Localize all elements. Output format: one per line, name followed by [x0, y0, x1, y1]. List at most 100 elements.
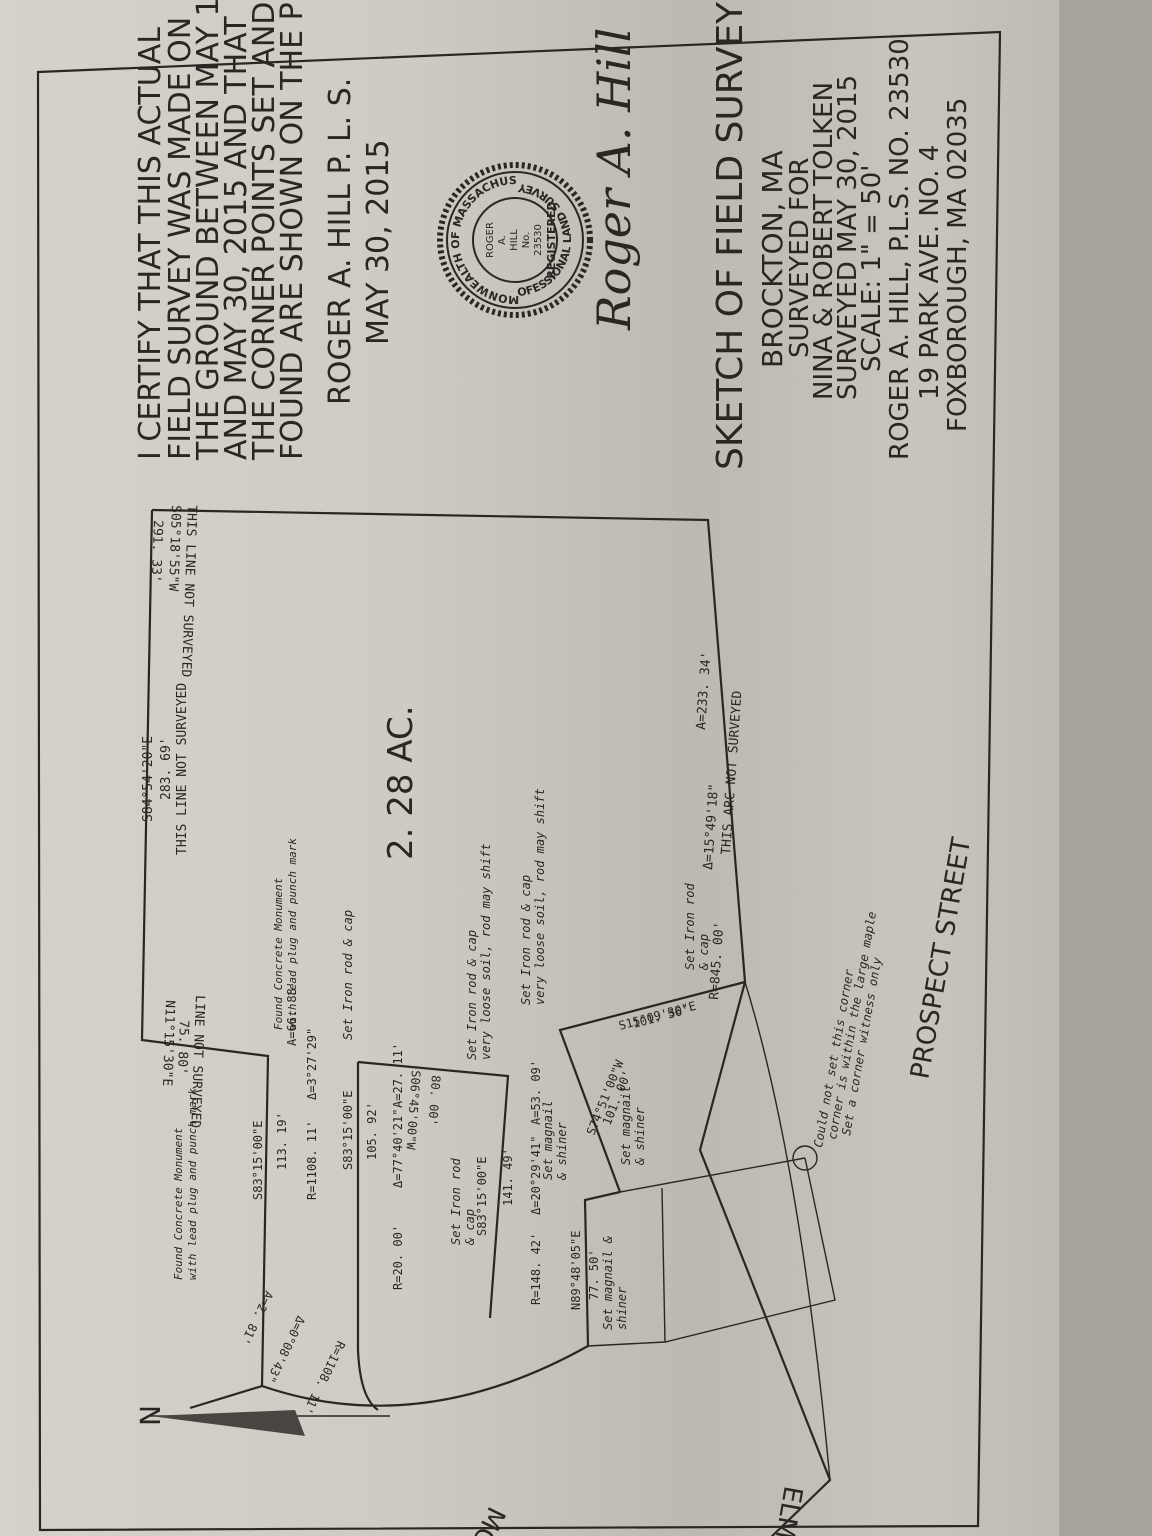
- title-surveyed-for: SURVEYED FOR: [785, 158, 815, 358]
- street-prospect-street: PROSPECT STREET: [905, 835, 977, 1081]
- north-arrow: N: [133, 1405, 390, 1436]
- lot3-bearing: S83°15'00"E: [475, 1157, 489, 1236]
- lot-line-2: [357, 1060, 510, 1319]
- note-set-rod-4a: Set Iron rod: [449, 1158, 463, 1245]
- lot3-distance: 141. 49': [501, 1148, 515, 1206]
- corner-witness-circle: [792, 1145, 818, 1171]
- lot-line-3: [583, 1190, 621, 1347]
- cert-line-5: THE CORNER POINTS SET AND: [247, 2, 282, 461]
- lot-line-7: [587, 1157, 836, 1347]
- parcel-north-boundary: [140, 509, 270, 1410]
- seal-name-2: A.: [497, 235, 508, 245]
- seal-serrated-edge: [437, 162, 593, 318]
- seal-name-3: HILL: [509, 229, 520, 251]
- cert-line-6: FOUND ARE SHOWN ON THE PLAN: [275, 0, 310, 460]
- prospect-arc: [744, 981, 831, 1481]
- title-client: NINA & ROBERT TOLKEN: [809, 82, 839, 400]
- note-found-monument-2b: with lead plug and punch mark: [286, 838, 299, 1030]
- street-elmwood-ave: ELMWOOD AVE.: [742, 1484, 807, 1536]
- lot3-radius: R=148. 42': [529, 1233, 543, 1305]
- lot2-arc: A=27. 11': [391, 1043, 405, 1108]
- note-found-monument-1b: with lead plug and punch mark: [186, 1088, 199, 1280]
- lot2-side-distance: 80. 00': [425, 1075, 442, 1126]
- surveyor-signature: Roger A. Hill: [587, 28, 641, 331]
- north-line-note: THIS LINE NOT SURVEYED: [175, 683, 190, 855]
- montauk-frontage-curve: [261, 1345, 589, 1407]
- street-montauk-road: MONTAUK ROAD: [390, 1502, 511, 1536]
- note-found-monument-2a: Found Concrete Monument: [272, 877, 285, 1030]
- north-line-distance: 283. 69': [159, 737, 174, 800]
- lot-line-1: [356, 1062, 379, 1411]
- title-location: BROCKTON, MA: [756, 150, 789, 368]
- arc-delta: Δ=15°49'18": [701, 783, 722, 870]
- note-magnail-1b: & shiner: [555, 1121, 569, 1181]
- montauk-length: A=2. 81': [238, 1289, 276, 1347]
- seal-name-1: ROGER: [485, 222, 496, 258]
- lot1-arc: A=66. 88': [285, 981, 299, 1046]
- cert-line-4: AND MAY 30, 2015 AND THAT: [219, 16, 254, 460]
- lot-line-5: [619, 1157, 806, 1193]
- arc-radius: R=845. 00': [707, 921, 727, 1000]
- note-set-rod-5b: & cap: [697, 934, 711, 971]
- lot4-bearing: N89°48'05"E: [569, 1231, 583, 1310]
- note-set-rod-1: Set Iron rod & cap: [341, 910, 355, 1040]
- cert-date: MAY 30, 2015: [361, 139, 396, 345]
- title-address-2: FOXBOROUGH, MA 02035: [943, 98, 973, 432]
- parcel-area: 2. 28 AC.: [381, 705, 421, 860]
- lot2-bearing: S83°15'00"E: [341, 1091, 355, 1170]
- note-set-rod-2b: very loose soil, rod may shift: [479, 843, 493, 1060]
- sheet-border: [36, 30, 1002, 1532]
- note-set-rod-3a: Set Iron rod & cap: [519, 875, 533, 1005]
- note-set-rod-5a: Set Iron rod: [683, 883, 697, 970]
- title-sketch-of-field-survey: SKETCH OF FIELD SURVEY: [710, 1, 751, 470]
- surveyor-seal: COMMONWEALTH OF MASSACHUSETTS PROFESSION…: [437, 162, 593, 318]
- lot2-side-bearing: S06°45'00"W: [403, 1070, 423, 1151]
- cert-surveyor: ROGER A. HILL P. L. S.: [323, 78, 358, 405]
- note-magnail-3a: Set magnail &: [601, 1236, 615, 1330]
- note-magnail-3b: shiner: [615, 1286, 629, 1330]
- lot3-delta: Δ=20°29'41": [529, 1136, 543, 1215]
- note-magnail-2b: & shiner: [633, 1106, 647, 1166]
- north-arrow-icon: [150, 1410, 305, 1436]
- lot-line-4: [558, 980, 746, 1193]
- east-line-note: THIS LINE NOT SURVEYED: [178, 505, 199, 678]
- arc-length: A=233. 34': [694, 651, 714, 730]
- lot1-delta: Δ=3°27'29": [305, 1028, 319, 1100]
- cert-line-3: THE GROUND BETWEEN MAY 16: [191, 0, 226, 461]
- seal-registered: REGISTERED: [545, 201, 558, 278]
- lot3-arc: A=53. 09': [529, 1060, 543, 1125]
- lot1-bearing: S83°15'00"E: [251, 1121, 265, 1200]
- title-surveyed-date: SURVEYED MAY 30, 2015: [833, 75, 863, 400]
- note-magnail-1a: Set magnail: [541, 1101, 555, 1180]
- note-set-rod-3b: very loose soil, rod may shift: [533, 788, 547, 1005]
- lot-line-6: [661, 1187, 666, 1343]
- certification-block: I CERTIFY THAT THIS ACTUAL FIELD SURVEY …: [133, 0, 396, 461]
- title-surveyor-license: ROGER A. HILL, P.L.S. NO. 23530: [885, 38, 915, 460]
- note-set-rod-4b: & cap: [463, 1209, 477, 1246]
- north-line-bearing: S84°54'20"E: [141, 736, 156, 822]
- seal-name-4: No.: [521, 232, 532, 249]
- nw-line-bearing: N11°15'30"E: [159, 1000, 177, 1087]
- nw-line-distance: 75. 80': [174, 1020, 191, 1075]
- note-found-monument-1a: Found Concrete Monument: [172, 1127, 185, 1280]
- lot1-radius: R=1108. 11': [305, 1121, 319, 1200]
- north-label: N: [133, 1405, 166, 1426]
- lot2-radius: R=20. 00': [391, 1225, 405, 1290]
- lot4-distance: 77. 50': [587, 1249, 601, 1300]
- montauk-delta: Δ=0°08'43": [264, 1314, 308, 1385]
- lot2-distance: 105. 92': [365, 1102, 379, 1160]
- seal-number: 23530: [533, 224, 544, 256]
- paper-edge-shadow: [1058, 0, 1152, 1536]
- seal-outer-ring: [446, 171, 584, 309]
- note-set-rod-2a: Set Iron rod & cap: [465, 930, 479, 1060]
- note-magnail-2a: Set magnail: [619, 1086, 633, 1165]
- cert-line-1: I CERTIFY THAT THIS ACTUAL: [133, 27, 168, 460]
- title-scale: SCALE: 1" = 50': [857, 165, 887, 372]
- east-line-distance: 291. 33': [148, 520, 165, 583]
- title-address-1: 19 PARK AVE. NO. 4: [915, 145, 945, 400]
- lot1-distance: 113. 19': [275, 1112, 289, 1170]
- lot2-delta: Δ=77°40'21": [391, 1109, 405, 1188]
